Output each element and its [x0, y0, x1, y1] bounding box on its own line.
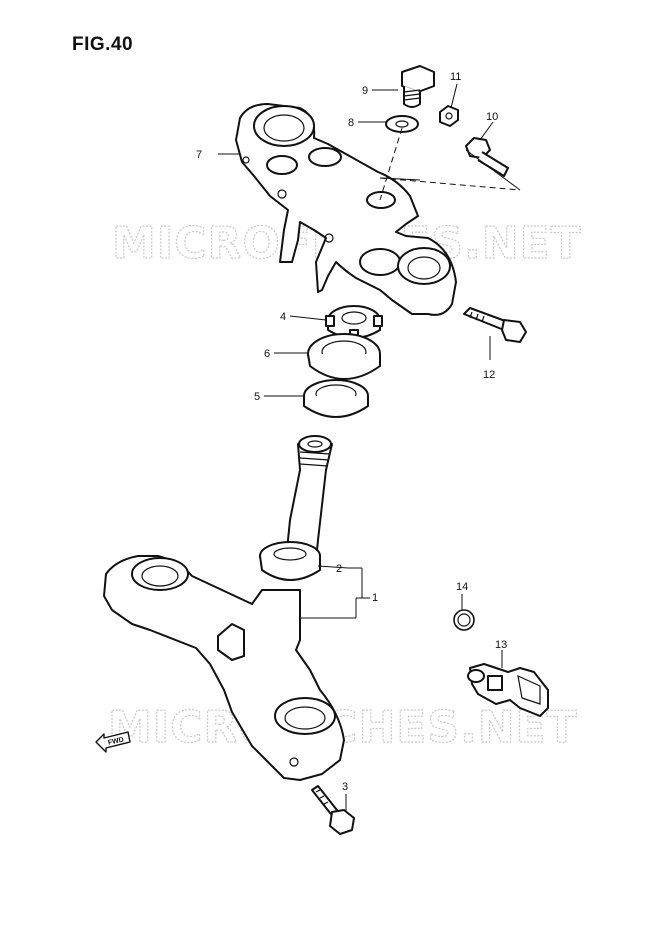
bolt-upper-clamp	[463, 307, 527, 343]
bolt-lower-clamp	[311, 785, 355, 835]
bearing-upper	[303, 379, 369, 418]
fwd-label: FWD	[107, 737, 124, 747]
bolt-10	[465, 137, 509, 177]
figure-title: FIG.40	[72, 34, 134, 55]
callout-7: 7	[196, 149, 202, 161]
callout-6: 6	[264, 348, 270, 360]
callout-2: 2	[336, 563, 342, 575]
callout-13: 13	[495, 639, 507, 651]
retaining-ring	[453, 609, 475, 631]
callout-4: 4	[280, 311, 286, 323]
callout-3: 3	[342, 781, 348, 793]
callout-9: 9	[362, 85, 368, 97]
upper-bracket	[235, 103, 457, 316]
washer	[385, 115, 419, 133]
callout-10: 10	[486, 111, 498, 123]
stem-head-bolt	[401, 65, 435, 108]
dust-seal	[307, 333, 381, 380]
lower-bracket	[103, 435, 345, 781]
steering-lock	[467, 663, 549, 717]
callout-14: 14	[456, 581, 468, 593]
nut	[439, 105, 459, 127]
callout-11: 11	[450, 71, 461, 83]
callout-5: 5	[254, 391, 260, 403]
callout-1: 1	[372, 592, 378, 604]
callout-8: 8	[348, 117, 354, 129]
fwd-arrow-icon: FWD	[95, 731, 131, 753]
steering-stem-nut	[325, 305, 383, 339]
callout-12: 12	[483, 369, 495, 381]
